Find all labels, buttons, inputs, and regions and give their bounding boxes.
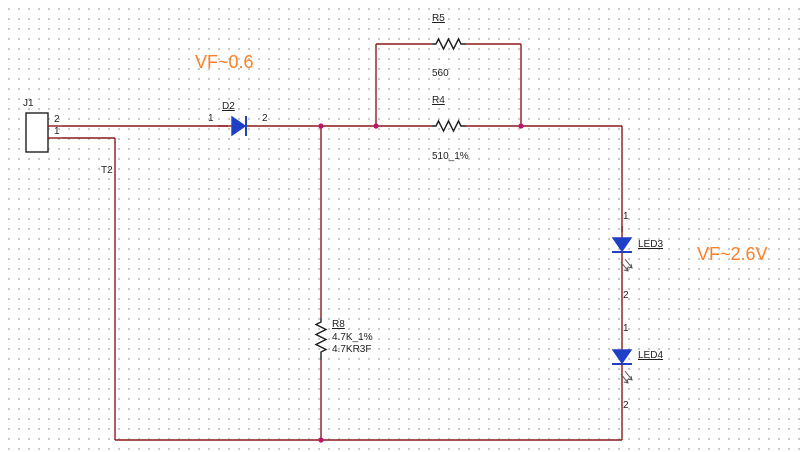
diode-d2[interactable]: D2 1 2 xyxy=(208,101,268,137)
led3-pin1-label: 1 xyxy=(623,211,629,222)
junction-dot xyxy=(518,123,524,129)
led3-pin2-label: 2 xyxy=(623,290,629,301)
r8-part: 4.7KR3F xyxy=(332,344,371,355)
r8-ref: R8 xyxy=(332,319,345,330)
resistor-r4-zigzag xyxy=(432,119,466,133)
r5-ref: R5 xyxy=(432,13,445,24)
resistor-r8-zigzag xyxy=(314,318,328,360)
junction-dot xyxy=(373,123,379,129)
junction-dot xyxy=(318,437,324,443)
led-led3[interactable]: LED3 1 2 xyxy=(611,211,663,301)
resistor-r8[interactable]: R8 4.7K_1% 4.7KR3F xyxy=(314,318,373,360)
r8-value: 4.7K_1% xyxy=(332,332,373,343)
connector-body xyxy=(25,112,49,153)
connector-j1[interactable]: J1 2 1 xyxy=(23,98,62,153)
r4-ref: R4 xyxy=(432,95,445,106)
resistor-r4[interactable]: R4 510_1% xyxy=(432,95,469,162)
connector-pin1-label: 1 xyxy=(54,126,60,137)
r4-value: 510_1% xyxy=(432,151,469,162)
led4-triangle xyxy=(611,349,633,365)
led-led4[interactable]: LED4 1 2 xyxy=(611,323,663,411)
diode-triangle xyxy=(231,115,247,137)
wires xyxy=(62,43,623,441)
led3-ref: LED3 xyxy=(638,239,663,250)
led4-ref: LED4 xyxy=(638,350,663,361)
annotation-diode-vf: VF~0.6 xyxy=(195,52,254,72)
resistor-r5-zigzag xyxy=(432,37,466,51)
connector-pin2-label: 2 xyxy=(54,114,60,125)
junction-dot xyxy=(318,123,324,129)
led4-pin1-label: 1 xyxy=(623,323,629,334)
diode-pin1-label: 1 xyxy=(208,113,214,124)
net-label-t2: T2 xyxy=(101,165,113,176)
junctions xyxy=(318,123,524,443)
led3-emission-arrows-icon xyxy=(620,258,633,272)
diode-pin2-label: 2 xyxy=(262,113,268,124)
diode-ref: D2 xyxy=(222,101,235,112)
connector-ref: J1 xyxy=(23,98,34,109)
led4-emission-arrows-icon xyxy=(620,370,633,384)
r5-value: 560 xyxy=(432,68,449,79)
annotation-led-vf: VF~2.6V xyxy=(697,244,768,264)
led3-triangle xyxy=(611,237,633,253)
resistor-r5[interactable]: R5 560 xyxy=(432,13,466,79)
led4-pin2-label: 2 xyxy=(623,400,629,411)
